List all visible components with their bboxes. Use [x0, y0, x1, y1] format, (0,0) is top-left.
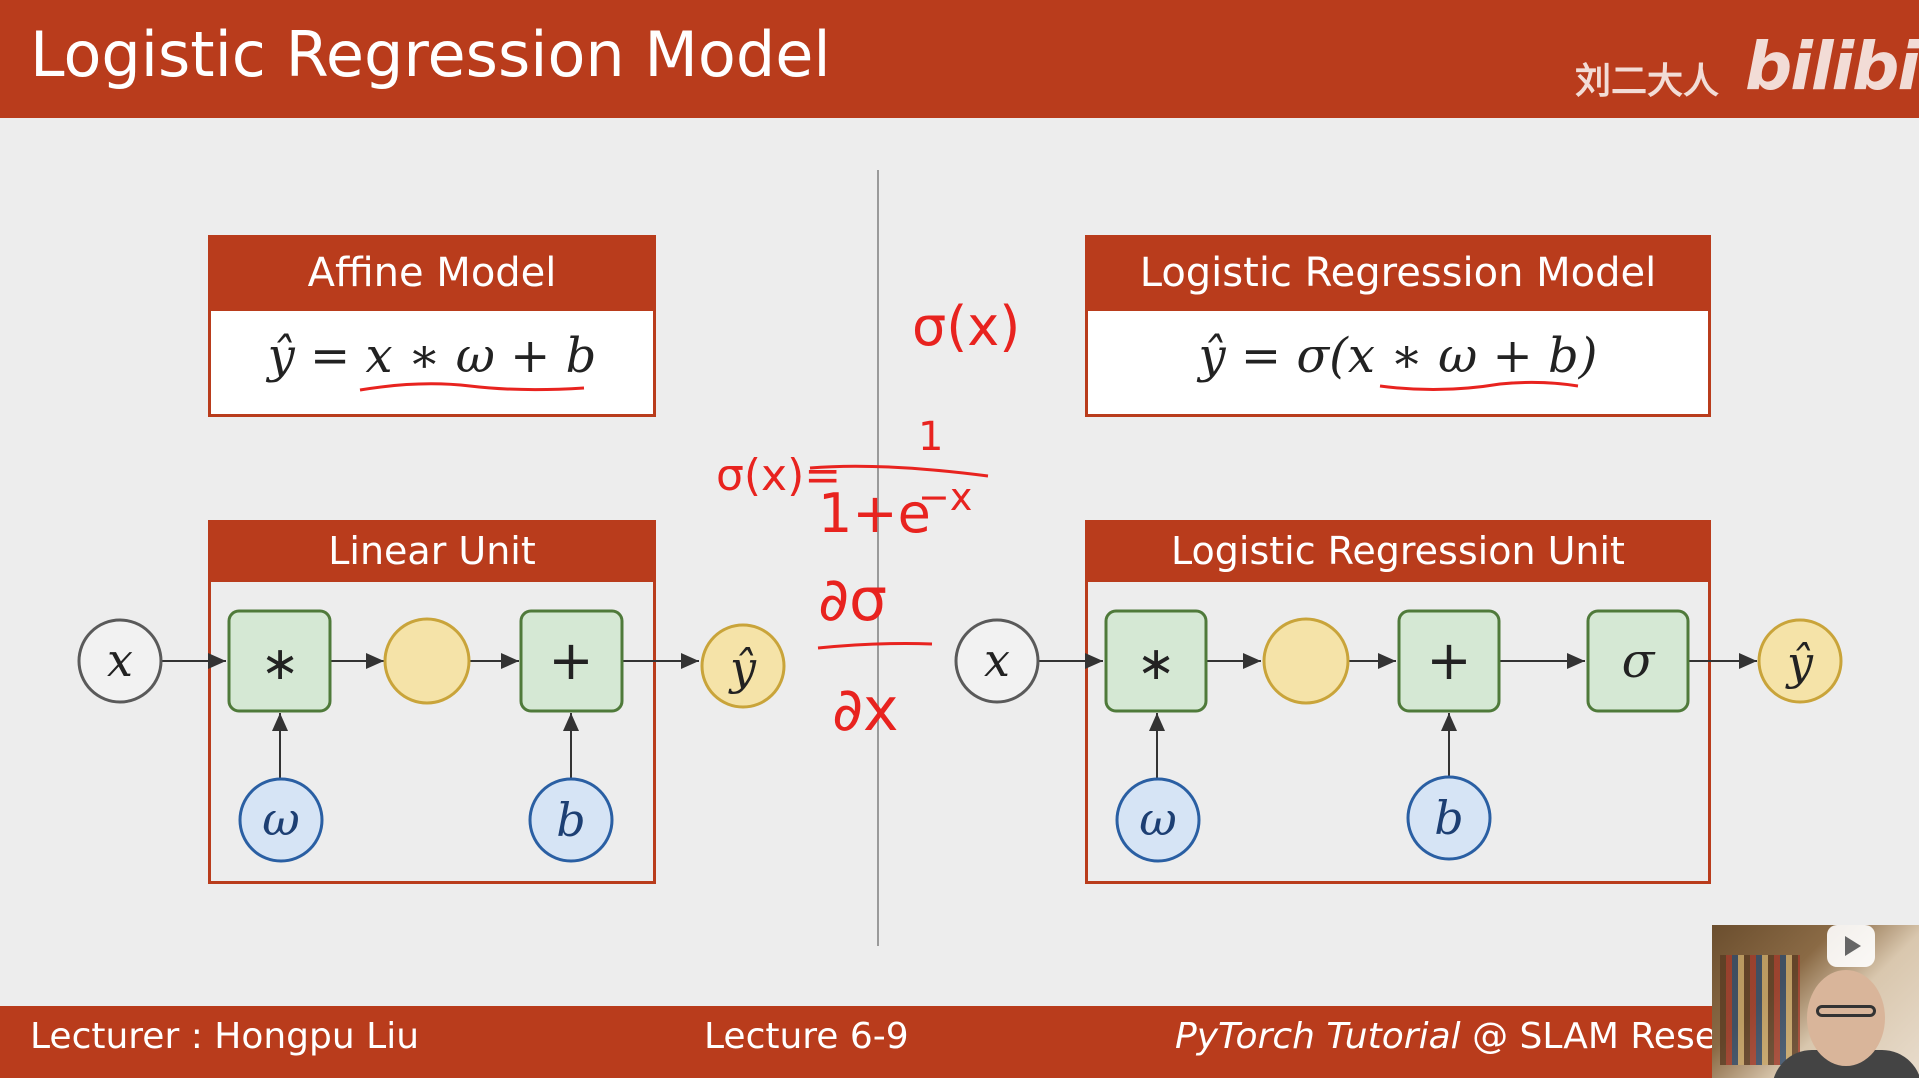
annotation-derivative-denominator: ∂x [832, 675, 899, 745]
underline-logistic [1379, 380, 1579, 392]
svg-text:ŷ: ŷ [1785, 636, 1814, 690]
weight-node-w-left: ω [238, 777, 324, 863]
add-node-right: + [1397, 609, 1501, 713]
logistic-model-formula: ŷ = σ(x ∗ ω + b) [1198, 328, 1598, 384]
svg-text:b: b [1434, 791, 1463, 845]
bias-node-b-right: b [1406, 775, 1492, 861]
affine-model-formula: ŷ = x ∗ ω + b [267, 328, 597, 384]
svg-text:∗: ∗ [1137, 636, 1176, 690]
logistic-unit-title: Logistic Regression Unit [1085, 520, 1711, 582]
title-bar [0, 0, 1919, 118]
footer-course-title: PyTorch Tutorial [1175, 1016, 1461, 1057]
intermediate-node-left [383, 617, 471, 705]
logistic-model-title: Logistic Regression Model [1085, 235, 1711, 311]
weight-node-w-right: ω [1115, 777, 1201, 863]
footer-course-affiliation: @ SLAM Resea [1460, 1016, 1739, 1057]
footer-bar [0, 1006, 1919, 1078]
author-watermark: 刘二大人 [1575, 61, 1720, 102]
mul-node-left: ∗ [227, 609, 332, 713]
footer-lecture-number: Lecture 6-9 [704, 1016, 909, 1057]
svg-text:+: + [1426, 629, 1471, 692]
svg-text:∗: ∗ [261, 636, 300, 690]
output-node-yhat-right: ŷ [1757, 618, 1843, 704]
add-node-left: + [519, 609, 624, 713]
svg-text:σ: σ [1622, 633, 1656, 689]
bilibili-logo: bilibili [1745, 28, 1919, 105]
presenter-head [1807, 970, 1885, 1066]
sigma-node-right: σ [1586, 609, 1690, 713]
underline-affine [359, 382, 585, 392]
handwritten-annotations: σ(x) σ(x)= 1 1+e −x ∂σ ∂x [359, 295, 1579, 745]
svg-text:b: b [556, 793, 585, 847]
bookshelf [1720, 955, 1800, 1065]
annotation-sigmoid-numerator: 1 [918, 414, 943, 460]
center-divider [877, 170, 879, 946]
annotation-derivative-bar [817, 642, 933, 650]
svg-text:+: + [548, 629, 593, 692]
svg-text:ω: ω [262, 792, 300, 846]
svg-text:ω: ω [1139, 792, 1177, 846]
mul-node-right: ∗ [1104, 609, 1208, 713]
footer-course: PyTorch Tutorial @ SLAM Resea [1175, 1016, 1739, 1057]
output-node-yhat-left: ŷ [700, 623, 786, 709]
webcam-video[interactable] [1712, 925, 1919, 1078]
annotation-sigmoid-denominator: 1+e [818, 482, 931, 545]
annotation-sigmoid-exponent: −x [918, 475, 972, 519]
play-icon[interactable] [1827, 925, 1875, 967]
annotation-derivative-numerator: ∂σ [818, 565, 887, 635]
presenter-glasses [1816, 1005, 1876, 1017]
bias-node-b-left: b [528, 777, 614, 863]
svg-text:ŷ: ŷ [728, 641, 757, 695]
page-title: Logistic Regression Model [30, 18, 831, 91]
linear-unit-title: Linear Unit [208, 520, 656, 582]
annotation-sigmoid-lhs: σ(x)= [716, 450, 841, 501]
svg-text:x: x [107, 633, 133, 687]
intermediate-node-right [1262, 617, 1350, 705]
input-node-x-right: x [954, 618, 1040, 704]
affine-model-title: Affine Model [208, 235, 656, 311]
annotation-fraction-bar [809, 464, 989, 478]
annotation-sigma-x: σ(x) [912, 295, 1020, 358]
input-node-x-left: x [77, 618, 163, 704]
svg-text:x: x [984, 633, 1010, 687]
footer-lecturer: Lecturer : Hongpu Liu [30, 1016, 420, 1057]
